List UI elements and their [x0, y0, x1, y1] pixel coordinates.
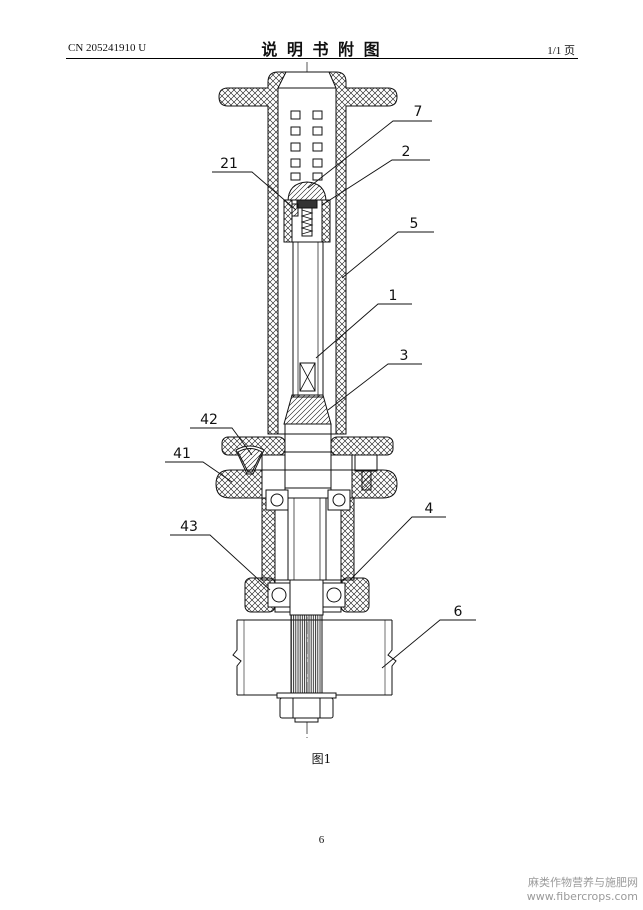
watermark-site-name: 麻类作物营养与施肥网 — [528, 876, 638, 889]
inner-shaft — [292, 241, 324, 398]
vent-square — [312, 110, 323, 120]
lower-flange-left — [215, 469, 263, 499]
cap-right-wall — [321, 199, 331, 243]
vent-square — [290, 158, 301, 168]
vent-square — [312, 142, 323, 152]
vent-square — [290, 172, 301, 181]
page-number: 6 — [318, 834, 325, 846]
plate-break-right — [387, 620, 397, 695]
callout-label-1: 1 — [389, 288, 398, 304]
leader-7 — [307, 120, 432, 189]
shaft-flat-cross — [299, 362, 316, 392]
callout-label-3: 3 — [400, 348, 409, 364]
housing-neck-right — [330, 454, 353, 471]
vent-square — [312, 126, 323, 136]
spindle-upper — [284, 423, 332, 501]
pin-head — [237, 448, 263, 473]
screw-thread — [300, 209, 314, 235]
hex-nut — [279, 697, 334, 719]
washer — [276, 692, 337, 699]
leader-42 — [190, 427, 253, 456]
callout-label-2: 2 — [402, 144, 411, 160]
leader-21 — [212, 171, 297, 211]
bearing-ball — [270, 493, 284, 507]
bearing-race — [327, 489, 351, 511]
vent-square — [290, 142, 301, 152]
cap-dome — [287, 181, 327, 203]
page-title: 说 明 书 附 图 — [261, 40, 382, 59]
bearing-race — [322, 582, 346, 608]
callout-label-4: 4 — [425, 501, 434, 517]
cap-assembly — [283, 181, 331, 243]
watermark-url: www.fibercrops.com — [526, 890, 638, 903]
figure-caption: 图1 — [311, 752, 332, 766]
housing-neck-left — [261, 454, 286, 471]
leader-3 — [327, 363, 422, 411]
leader-2 — [321, 159, 430, 206]
bearing-ball — [332, 493, 346, 507]
leader-1 — [315, 303, 412, 359]
patent-number: CN 205241910 U — [68, 42, 147, 54]
lower-bearing — [267, 582, 346, 608]
callout-label-21: 21 — [220, 156, 238, 172]
shaft-end — [294, 717, 319, 723]
bearing-ball — [326, 587, 342, 603]
cap-left-wall — [283, 199, 293, 243]
lower-flange-right — [351, 469, 398, 499]
plate-break-left — [232, 620, 242, 695]
tapered-collar — [283, 394, 332, 425]
leader-5 — [341, 231, 434, 279]
leader-lines — [165, 120, 476, 669]
leader-4 — [349, 516, 446, 581]
bearing-race — [267, 582, 291, 608]
vent-square — [312, 158, 323, 168]
leader-6 — [381, 619, 476, 669]
vent-grid — [290, 110, 323, 181]
nut-assembly — [276, 692, 337, 723]
bearing-race — [265, 489, 289, 511]
leader-41 — [165, 461, 233, 483]
threaded-shaft — [290, 614, 323, 696]
callout-label-7: 7 — [414, 104, 423, 120]
side-block — [354, 454, 378, 472]
screw-head — [296, 199, 318, 209]
callout-labels: 7 2 21 5 1 3 42 41 4 43 6 — [173, 104, 462, 620]
header-rule — [66, 58, 578, 59]
callout-label-41: 41 — [173, 446, 191, 462]
watermark: 麻类作物营养与施肥网 www.fibercrops.com — [527, 876, 638, 904]
upper-bearing — [265, 489, 351, 511]
bearing-ball — [271, 587, 287, 603]
callout-label-5: 5 — [410, 216, 419, 232]
callout-label-6: 6 — [454, 604, 463, 620]
vent-square — [290, 110, 301, 120]
callout-label-42: 42 — [200, 412, 218, 428]
vent-square — [290, 126, 301, 136]
upper-flange-right — [330, 436, 394, 456]
leader-43 — [170, 534, 271, 591]
seal-ring — [291, 203, 299, 217]
page-counter: 1/1 页 — [547, 45, 575, 57]
spindle-body — [284, 423, 332, 501]
callout-label-43: 43 — [180, 519, 198, 535]
spindle-base — [289, 579, 324, 616]
